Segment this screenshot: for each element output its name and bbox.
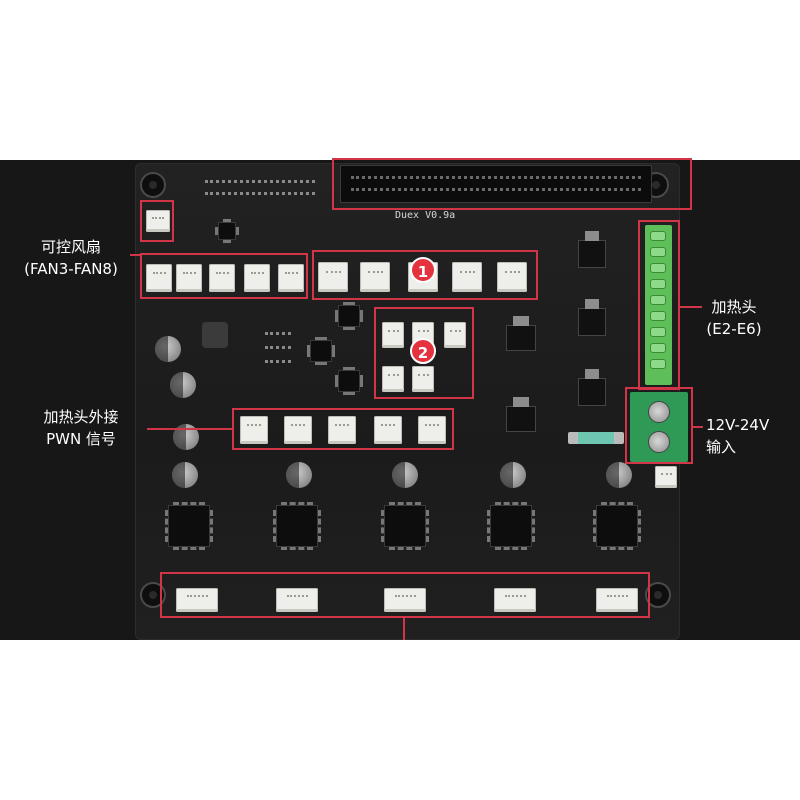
driver-ic-middle-3 <box>335 367 363 395</box>
leader-line-power <box>693 426 703 428</box>
thermistor-connector-5 <box>412 366 434 392</box>
stepper-driver-chip-4 <box>487 502 535 550</box>
pwm-connector-3 <box>328 416 356 444</box>
fuse <box>568 432 624 444</box>
mosfet-4 <box>578 369 606 406</box>
mosfet-2 <box>506 316 536 351</box>
mosfet-1 <box>578 231 606 268</box>
terminal-screw <box>650 343 666 353</box>
thermistor-connector-3 <box>444 322 466 348</box>
terminal-screw <box>650 231 666 241</box>
pin-header-middle-2 <box>265 346 291 357</box>
highlight-motor-connectors <box>160 572 650 618</box>
fan-annotation-line2: (FAN3-FAN8) <box>24 260 118 278</box>
thermistor-connector-4 <box>382 366 404 392</box>
mounting-hole-top-left <box>140 172 166 198</box>
fan-connector-5 <box>278 264 304 292</box>
driver-capacitor-1 <box>172 462 198 488</box>
pwm-connector-4 <box>374 416 402 444</box>
motor-connector-4 <box>494 588 536 612</box>
driver-capacitor-3 <box>392 462 418 488</box>
endstop-connector-1 <box>318 262 348 292</box>
expansion-header-connector <box>340 165 652 203</box>
capacitor-left-2 <box>170 372 196 398</box>
highlight-heater-terminal <box>638 220 680 390</box>
heater-annotation-line1: 加热头 <box>711 298 757 316</box>
fan-connector-single <box>146 210 170 232</box>
stepper-driver-chip-5 <box>593 502 641 550</box>
power-annotation-label: 12V-24V 输入 <box>706 414 790 458</box>
power-annotation-line2: 输入 <box>706 438 737 456</box>
fan-connector-2 <box>176 264 202 292</box>
highlight-expansion-header <box>332 158 692 210</box>
pin-header-top-left-2 <box>205 192 315 203</box>
stepper-driver-chip-3 <box>381 502 429 550</box>
fan-annotation-line1: 可控风扇 <box>40 238 101 256</box>
inductor <box>202 322 228 348</box>
small-ic-top <box>215 219 239 243</box>
fan-connector-3 <box>209 264 235 292</box>
small-connector-right <box>655 466 677 488</box>
heater-terminal-block <box>645 225 672 385</box>
terminal-screw <box>650 359 666 369</box>
fan-connector-4 <box>244 264 270 292</box>
thermistor-connector-1 <box>382 322 404 348</box>
driver-capacitor-2 <box>286 462 312 488</box>
endstops-number-badge: 1 <box>410 257 436 283</box>
power-input-terminal <box>630 392 688 462</box>
thermistors-number-badge: 2 <box>410 338 436 364</box>
pwm-annotation-label: 加热头外接 PWN 信号 <box>22 406 140 450</box>
terminal-screw <box>650 295 666 305</box>
terminal-screw <box>650 263 666 273</box>
driver-capacitor-5 <box>606 462 632 488</box>
pwm-connector-1 <box>240 416 268 444</box>
pin-header-top-left <box>205 180 315 191</box>
leader-line-fans <box>130 254 140 256</box>
pwm-annotation-line1: 加热头外接 <box>43 408 119 426</box>
endstop-connector-4 <box>452 262 482 292</box>
board-silkscreen-title: Duex V0.9a <box>395 210 456 221</box>
mosfet-5 <box>506 397 536 432</box>
pwm-connector-5 <box>418 416 446 444</box>
endstop-connector-5 <box>497 262 527 292</box>
leader-line-motor-connectors <box>403 618 405 640</box>
highlight-power-terminal <box>625 387 693 464</box>
terminal-screw <box>650 279 666 289</box>
motor-connector-1 <box>176 588 218 612</box>
terminal-screw <box>650 311 666 321</box>
driver-capacitor-4 <box>500 462 526 488</box>
highlight-endstops <box>312 250 538 300</box>
pwm-annotation-line2: PWN 信号 <box>46 430 116 448</box>
power-screw-bottom <box>648 431 670 453</box>
highlight-fan-row <box>140 253 308 299</box>
motor-connector-2 <box>276 588 318 612</box>
leader-line-pwm <box>147 428 232 430</box>
heater-annotation-label: 加热头 (E2-E6) <box>704 296 764 340</box>
endstop-connector-2 <box>360 262 390 292</box>
leader-line-heater <box>680 306 702 308</box>
capacitor-left-1 <box>155 336 181 362</box>
pin-header-middle <box>265 332 291 343</box>
heater-annotation-line2: (E2-E6) <box>706 320 762 338</box>
driver-ic-middle-2 <box>307 337 335 365</box>
pwm-connector-2 <box>284 416 312 444</box>
terminal-screw <box>650 327 666 337</box>
motor-connector-5 <box>596 588 638 612</box>
fan-connector-1 <box>146 264 172 292</box>
fan-annotation-label: 可控风扇 (FAN3-FAN8) <box>12 236 130 280</box>
power-annotation-line1: 12V-24V <box>706 416 770 434</box>
pin-header-middle-3 <box>265 360 291 371</box>
driver-ic-middle-1 <box>335 302 363 330</box>
terminal-screw <box>650 247 666 257</box>
highlight-fan-single <box>140 200 174 242</box>
highlight-pwm-connectors <box>232 408 454 450</box>
motor-connector-3 <box>384 588 426 612</box>
highlight-thermistors <box>374 307 474 399</box>
stepper-driver-chip-1 <box>165 502 213 550</box>
mosfet-3 <box>578 299 606 336</box>
power-screw-top <box>648 401 670 423</box>
stepper-driver-chip-2 <box>273 502 321 550</box>
